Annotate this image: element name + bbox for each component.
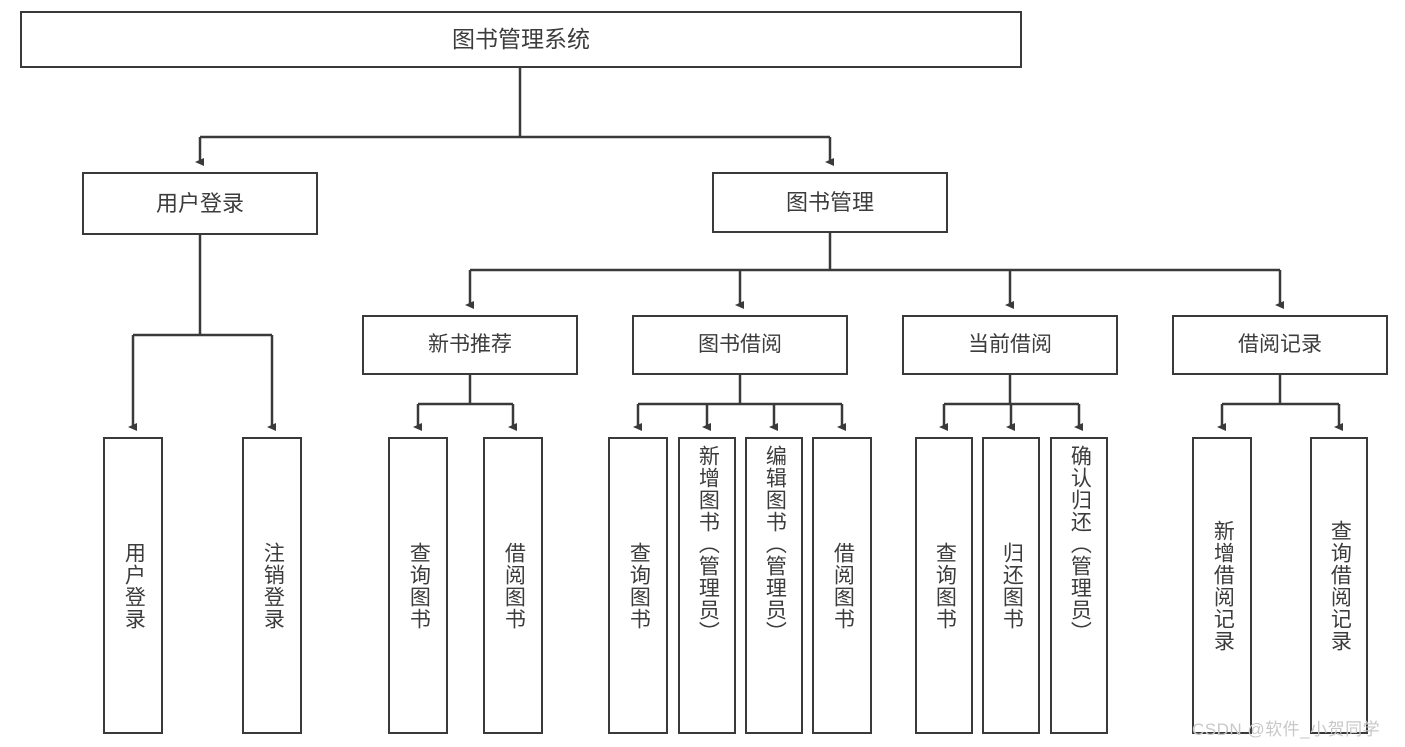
node-root-system[interactable]: 图书管理系统 [20, 11, 1022, 68]
node-label: 新增借阅记录 [1211, 519, 1235, 652]
node-borrow-record[interactable]: 借阅记录 [1172, 315, 1388, 375]
node-label: 新书推荐 [428, 332, 512, 356]
leaf-borrow-edit-book-admin[interactable]: 编辑图书（管理员） [745, 437, 803, 734]
node-label: 新增图书（管理员） [696, 445, 720, 643]
leaf-user-login-login[interactable]: 用户登录 [103, 437, 163, 734]
leaf-borrow-add-book-admin[interactable]: 新增图书（管理员） [678, 437, 736, 734]
node-label: 图书管理 [785, 189, 874, 215]
node-label: 借阅图书 [502, 541, 526, 630]
leaf-record-add-record[interactable]: 新增借阅记录 [1192, 437, 1252, 734]
leaf-recommend-query-book[interactable]: 查询图书 [388, 437, 448, 734]
leaf-borrow-query-book[interactable]: 查询图书 [608, 437, 668, 734]
node-label: 编辑图书（管理员） [763, 445, 787, 643]
node-label: 注销登录 [261, 541, 285, 630]
node-label: 当前借阅 [968, 332, 1052, 356]
csdn-watermark: CSDN @软件_小贺同学 [1192, 715, 1380, 740]
node-label: 用户登录 [122, 541, 146, 630]
node-label: 查询图书 [407, 541, 431, 630]
node-label: 查询图书 [933, 541, 957, 630]
leaf-borrow-borrow-book[interactable]: 借阅图书 [812, 437, 872, 734]
leaf-record-query-record[interactable]: 查询借阅记录 [1310, 437, 1368, 734]
node-current-borrow[interactable]: 当前借阅 [902, 315, 1118, 375]
leaf-recommend-borrow-book[interactable]: 借阅图书 [483, 437, 543, 734]
node-label: 用户登录 [155, 190, 244, 216]
node-label: 查询图书 [627, 541, 651, 630]
node-label: 借阅图书 [831, 541, 855, 630]
watermark-text: CSDN @软件_小贺同学 [1192, 720, 1381, 739]
node-label: 查询借阅记录 [1328, 519, 1352, 652]
node-label: 归还图书 [1000, 541, 1024, 630]
leaf-current-return-book[interactable]: 归还图书 [982, 437, 1040, 734]
node-user-login[interactable]: 用户登录 [82, 172, 318, 235]
node-label: 图书管理系统 [452, 25, 590, 52]
leaf-current-confirm-return-admin[interactable]: 确认归还（管理员） [1050, 437, 1108, 734]
node-book-management[interactable]: 图书管理 [712, 172, 948, 233]
node-book-borrow[interactable]: 图书借阅 [632, 315, 848, 375]
node-label: 确认归还（管理员） [1068, 445, 1092, 643]
leaf-current-query-book[interactable]: 查询图书 [915, 437, 973, 734]
node-label: 借阅记录 [1238, 332, 1322, 356]
node-label: 图书借阅 [698, 332, 782, 356]
node-new-book-recommend[interactable]: 新书推荐 [362, 315, 578, 375]
leaf-user-login-logout[interactable]: 注销登录 [242, 437, 302, 734]
